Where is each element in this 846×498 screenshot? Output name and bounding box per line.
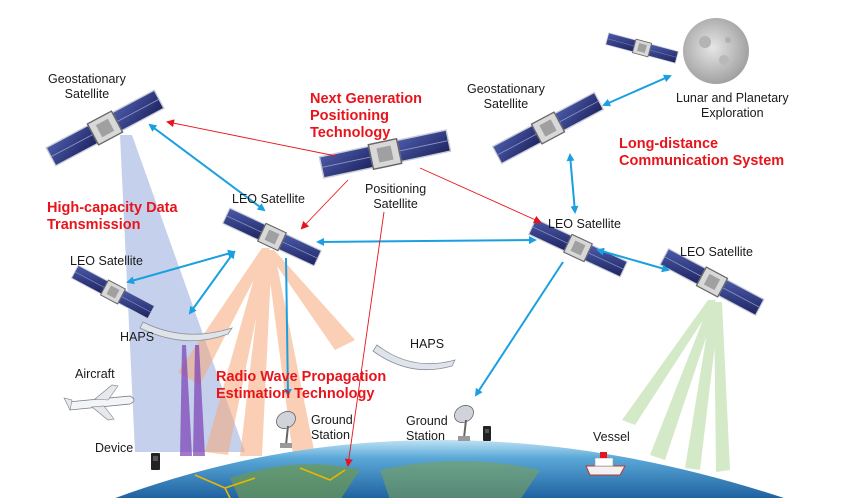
label-leo-satellite-center: LEO Satellite bbox=[232, 192, 305, 206]
label-ground-station-center: Ground Station bbox=[311, 413, 353, 442]
moon bbox=[683, 18, 749, 84]
ground-links bbox=[194, 467, 346, 498]
label-leo-satellite-far-right: LEO Satellite bbox=[680, 245, 753, 259]
device-icon bbox=[151, 453, 160, 470]
label-device: Device bbox=[95, 441, 134, 455]
ground-station-right-icon bbox=[454, 405, 474, 441]
heading-long-distance-communication: Long-distance Communication System bbox=[619, 136, 785, 169]
haps-left-icon bbox=[139, 321, 233, 342]
label-leo-satellite-left: LEO Satellite bbox=[70, 254, 143, 268]
heading-radio-wave-propagation: Radio Wave Propagation Estimation Techno… bbox=[216, 369, 387, 402]
label-aircraft: Aircraft bbox=[75, 367, 115, 381]
lunar-probe bbox=[604, 31, 680, 65]
ground-station-center-icon bbox=[276, 411, 296, 448]
communication-links bbox=[126, 74, 672, 397]
label-leo-satellite-right-mid: LEO Satellite bbox=[548, 217, 621, 231]
beams-device bbox=[180, 345, 205, 456]
aircraft-icon bbox=[63, 384, 135, 421]
heading-high-capacity-data: High-capacity Data Transmission bbox=[47, 200, 178, 233]
beams-vessel bbox=[622, 300, 730, 472]
label-positioning-satellite: Positioning Satellite bbox=[365, 182, 427, 211]
label-ground-station-right: Ground Station bbox=[406, 414, 448, 443]
vessel-icon bbox=[585, 452, 626, 476]
device-icon-right bbox=[483, 426, 491, 441]
label-lunar-exploration: Lunar and Planetary Exploration bbox=[676, 91, 789, 120]
label-haps-center: HAPS bbox=[410, 337, 445, 351]
label-haps-left: HAPS bbox=[120, 330, 155, 344]
label-geo-satellite-right: Geostationary Satellite bbox=[467, 82, 545, 111]
label-geo-satellite-left: Geostationary Satellite bbox=[48, 72, 126, 101]
beams-leo-center bbox=[178, 248, 355, 456]
label-vessel: Vessel bbox=[593, 430, 630, 444]
beam-geo-left bbox=[120, 135, 245, 452]
haps-center-icon bbox=[372, 344, 456, 371]
positioning-signals bbox=[166, 119, 542, 467]
heading-next-generation-positioning: Next Generation Positioning Technology bbox=[310, 91, 422, 141]
